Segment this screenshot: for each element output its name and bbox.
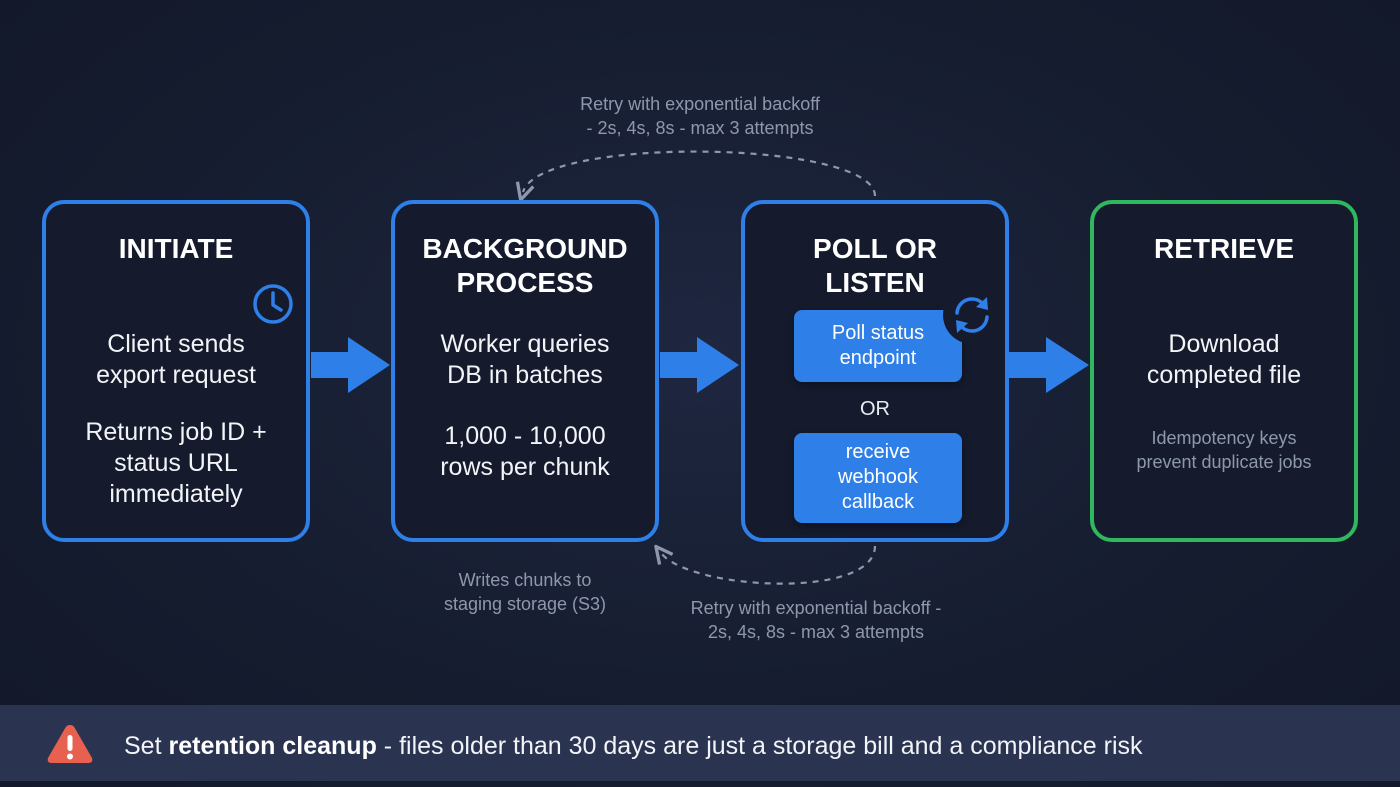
step-title: POLL OR LISTEN <box>745 232 1005 300</box>
text-line: receive <box>845 441 911 463</box>
text-line: immediately <box>109 480 243 508</box>
text-line: callback <box>841 491 915 513</box>
step-title: INITIATE <box>46 232 306 266</box>
text-line: Poll status <box>831 322 925 344</box>
step-description: Download completed file <box>1094 329 1354 391</box>
step-initiate: INITIATE Client sends export request Ret… <box>42 200 310 542</box>
banner-prefix: Set <box>124 732 169 760</box>
retention-banner: Set retention cleanup - files older than… <box>0 705 1400 781</box>
text-line: Writes chunks to <box>458 570 592 590</box>
text-line: - 2s, 4s, 8s - max 3 attempts <box>586 118 814 138</box>
step-result: Returns job ID + status URL immediately <box>46 417 306 510</box>
flow-arrow-2 <box>660 337 739 393</box>
step-background-process: BACKGROUND PROCESS Worker queries DB in … <box>391 200 659 542</box>
text-line: prevent duplicate jobs <box>1136 452 1312 472</box>
banner-message: Set retention cleanup - files older than… <box>124 705 1143 781</box>
step-title: BACKGROUND PROCESS <box>395 232 655 300</box>
flow-arrow-3 <box>1009 337 1089 393</box>
text-line: Client sends <box>107 330 245 358</box>
text-line: Retry with exponential backoff - <box>690 598 942 618</box>
webhook-option: receive webhook callback <box>794 433 962 523</box>
banner-suffix: - files older than 30 days are just a st… <box>376 732 1143 760</box>
retry-annotation-top: Retry with exponential backoff - 2s, 4s,… <box>520 92 880 140</box>
or-label: OR <box>860 398 890 420</box>
clock-icon <box>253 284 293 324</box>
text-line: Returns job ID + <box>85 418 267 446</box>
step-title-line: LISTEN <box>825 267 925 298</box>
warning-icon <box>47 725 93 763</box>
step-title-line: PROCESS <box>456 267 594 298</box>
text-line: DB in batches <box>447 361 603 389</box>
step-poll-or-listen: POLL OR LISTEN Poll status endpoint OR r… <box>741 200 1009 542</box>
poll-status-option: Poll status endpoint <box>794 310 962 382</box>
step-description: Worker queries DB in batches <box>395 329 655 391</box>
step-title-line: RETRIEVE <box>1153 233 1295 264</box>
text-line: export request <box>96 361 256 389</box>
idempotency-note: Idempotency keys prevent duplicate jobs <box>1094 426 1354 474</box>
step-detail: 1,000 - 10,000 rows per chunk <box>395 421 655 483</box>
retry-annotation-bottom: Retry with exponential backoff - 2s, 4s,… <box>636 596 996 644</box>
text-line: status URL <box>114 449 238 477</box>
text-line: 1,000 - 10,000 <box>444 422 606 450</box>
step-description: Client sends export request <box>46 329 306 391</box>
step-title-line: INITIATE <box>118 233 234 264</box>
flow-arrow-1 <box>311 337 390 393</box>
text-line: Worker queries <box>440 330 610 358</box>
step-title-line: POLL OR <box>813 233 937 264</box>
retry-loop-top <box>523 150 877 196</box>
text-line: Download <box>1168 330 1280 358</box>
step-retrieve: RETRIEVE Download completed file Idempot… <box>1090 200 1358 542</box>
text-line: Retry with exponential backoff <box>580 94 820 114</box>
refresh-icon <box>943 286 1001 344</box>
writes-annotation: Writes chunks to staging storage (S3) <box>405 568 645 616</box>
text-line: endpoint <box>839 347 917 369</box>
text-line: webhook <box>837 466 919 488</box>
text-line: completed file <box>1146 361 1302 389</box>
banner-emphasis: retention cleanup <box>168 732 377 760</box>
text-line: rows per chunk <box>440 453 610 481</box>
text-line: staging storage (S3) <box>443 594 607 614</box>
step-title: RETRIEVE <box>1094 232 1354 266</box>
step-title-line: BACKGROUND <box>422 233 628 264</box>
retry-loop-bottom <box>661 546 877 585</box>
text-line: Idempotency keys <box>1151 428 1297 448</box>
text-line: 2s, 4s, 8s - max 3 attempts <box>707 622 925 642</box>
